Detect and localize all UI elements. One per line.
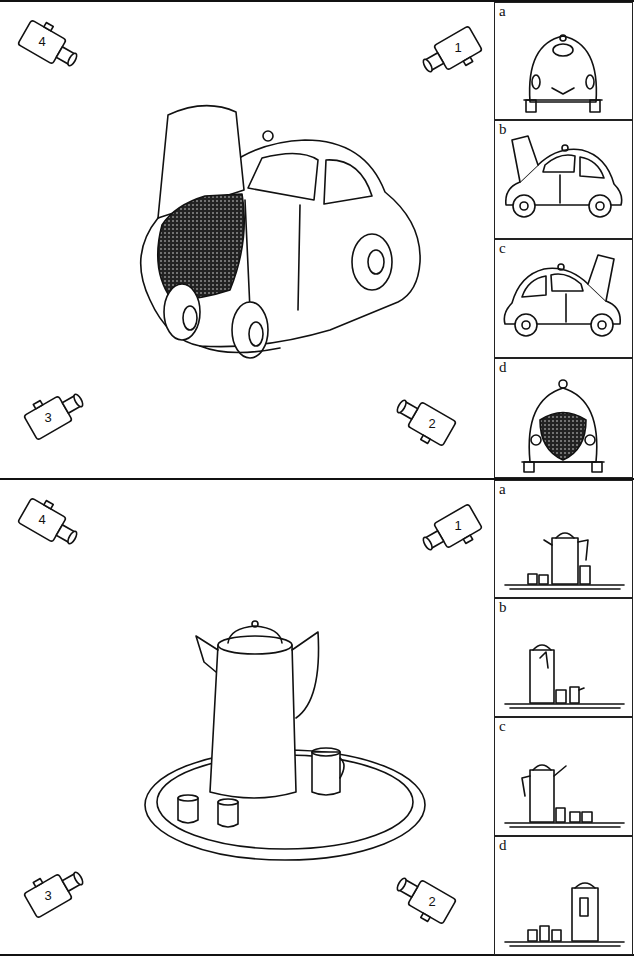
camera-number: 4 — [32, 35, 52, 48]
option-frame: d — [494, 836, 633, 955]
option-letter: a — [499, 4, 506, 19]
camera-number: 2 — [422, 417, 442, 430]
option-frame: d — [494, 358, 633, 478]
camera-number: 2 — [422, 895, 442, 908]
camera-number: 1 — [448, 41, 468, 54]
option-letter: d — [499, 838, 507, 853]
camera-number: 4 — [32, 513, 52, 526]
option-letter: c — [499, 719, 506, 734]
camera-number: 1 — [448, 519, 468, 532]
option-letter: c — [499, 241, 506, 256]
option-letter: b — [499, 600, 507, 615]
option-frame: b — [494, 120, 633, 239]
option-letter: a — [499, 482, 506, 497]
camera-number: 3 — [38, 411, 58, 424]
option-letter: d — [499, 360, 507, 375]
option-letter: b — [499, 122, 507, 137]
camera-number: 3 — [38, 889, 58, 902]
option-frame: a — [494, 2, 633, 120]
option-frame: c — [494, 717, 633, 836]
option-frame: c — [494, 239, 633, 358]
option-frame: a — [494, 480, 633, 598]
option-frame: b — [494, 598, 633, 717]
